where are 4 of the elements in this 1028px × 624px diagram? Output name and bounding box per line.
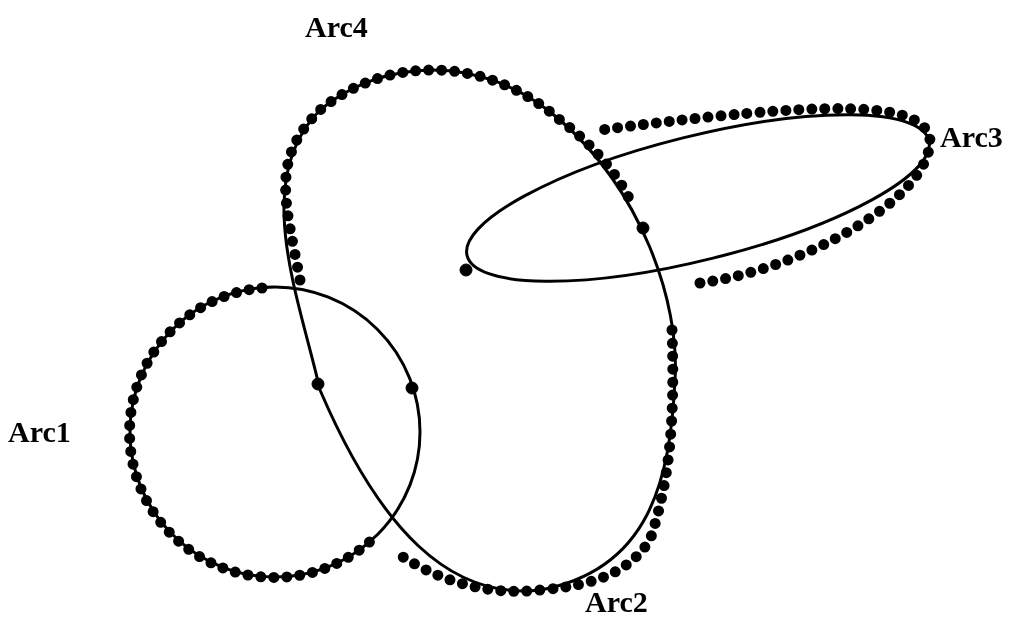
arc-label: Arc3 (940, 120, 1003, 154)
arc-label: Arc4 (305, 10, 368, 44)
arc-label: Arc1 (8, 415, 71, 449)
arc-label: Arc2 (585, 585, 648, 619)
